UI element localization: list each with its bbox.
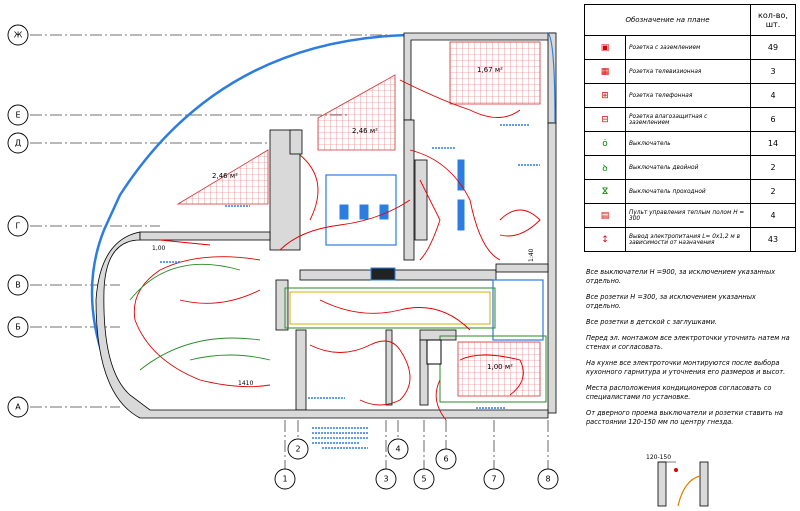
heated-floor-zone [449,41,541,105]
axis-label: Б [15,323,21,332]
heated-floor-zone [457,341,541,397]
axis-bubble-zh [7,24,29,46]
legend-row: ꝺ Выключатель двойной 2 [584,155,796,180]
note: Все выключатели H =900, за исключением у… [586,268,776,285]
splash-socket-icon: ⊟ [584,107,626,132]
phone-socket-icon: ⊞ [584,83,626,108]
floor-heating-panel-icon: ▤ [584,203,626,228]
axis-label: 1 [282,475,287,484]
axis-label: А [15,403,21,412]
legend-row: ȯ Выключатель 14 [584,131,796,156]
legend-row: ⊟ Розетка влагозащитная с заземлением 6 [584,107,796,132]
axis-bubble-a [7,396,29,418]
walls [95,32,557,419]
legend-row: ↕ Вывод электропитания L= 0х1,2 м в зави… [584,227,796,252]
legend-row: ▤ Пульт управления теплым полом H = 300 … [584,203,796,228]
legend-row: ⊞ Розетка телефонная 4 [584,83,796,108]
heated-floor-zone [317,74,396,151]
note: На кухне все электроточки монтируются по… [586,359,786,376]
dimension-label: 1410 [238,380,253,387]
socket-ground-icon: ▣ [584,35,626,60]
axis-label: 4 [395,445,400,454]
axis-label: В [15,281,21,290]
legend-row: ▦ Розетка телевизионная 3 [584,59,796,84]
axis-label: Ж [14,31,23,40]
area-label: 1,67 м² [477,66,503,74]
axis-label: 2 [295,445,300,454]
dimension-label: 1,00 [152,245,166,252]
axis-bubble-d [7,132,29,154]
legend-row: ▣ Розетка с заземлением 49 [584,35,796,60]
area-label: 1,00 м² [487,363,513,371]
axis-label: Е [15,111,20,120]
note: Все розетки H =300, за исключением указа… [586,293,756,310]
wire-outlet-icon: ↕ [584,227,626,252]
pass-switch-icon: ⴵ [584,179,626,204]
facade-line [90,33,409,412]
axis-label: Д [15,139,21,148]
note: От дверного проема выключатели и розетки… [586,409,783,426]
axis-label: 7 [491,475,496,484]
legend-header-count: кол-во, шт. [750,4,796,36]
axis-bubble-g [7,215,29,237]
axis-label: Г [16,222,21,231]
axis-label: 5 [421,475,426,484]
axis-bubble-e [7,104,29,126]
axis-bubble-b [7,316,29,338]
double-switch-icon: ꝺ [584,155,626,180]
dimension-label: 120-150 [646,454,671,461]
axis-label: 6 [443,455,448,464]
switch-icon: ȯ [584,131,626,156]
legend-table: Обозначение на плане кол-во, шт. ▣ Розет… [584,4,796,252]
legend-header-name: Обозначение на плане [584,4,751,36]
heated-floor-zone [176,149,269,205]
door-detail: 120-150 [646,454,709,507]
area-label: 2,46 м² [212,172,238,180]
area-label: 2,46 м² [352,127,378,135]
note: Перед эл. монтажом все электроточки уточ… [586,334,790,351]
wiring [133,79,541,421]
axis-bubble-v [7,274,29,296]
tv-socket-icon: ▦ [584,59,626,84]
note: Все розетки в детской с заглушками. [586,318,718,326]
axis-label: 8 [545,475,550,484]
notes-block: Все выключатели H =900, за исключением у… [586,268,792,434]
dimension-label: 1:40 [528,248,535,262]
axis-label: 3 [383,475,388,484]
legend-row: ⴵ Выключатель проходной 2 [584,179,796,204]
note: Места расположения кондиционеров согласо… [586,384,772,401]
